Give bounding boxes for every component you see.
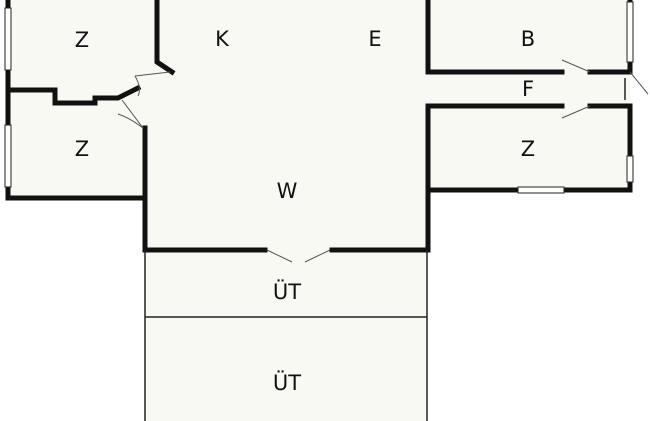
label-z-mid-left: Z	[75, 137, 89, 161]
door-z-top-leaf	[134, 71, 171, 77]
window-left-top	[4, 7, 12, 71]
label-k: K	[215, 27, 230, 51]
window-right-bottom	[626, 155, 634, 183]
terrace	[144, 250, 428, 421]
doors	[117, 59, 649, 263]
floor-interior	[5, 0, 630, 250]
label-ut-lower: ÜT	[273, 370, 301, 395]
floor-fills	[5, 0, 630, 421]
door-z-top-swing	[134, 75, 140, 97]
label-e: E	[368, 27, 381, 51]
label-z-right: Z	[521, 137, 535, 161]
door-entry-leaf	[629, 71, 649, 95]
wall-right-outer-bottom	[425, 103, 633, 193]
label-ut-upper: ÜT	[273, 279, 301, 304]
door-b-leaf	[561, 59, 591, 73]
wall-z-divider	[5, 84, 142, 106]
room-labels: Z Z K E B F Z W ÜT ÜT	[75, 27, 535, 395]
door-z-right-leaf	[561, 105, 591, 119]
wall-b-left	[425, 0, 565, 75]
floor-terrace	[145, 250, 427, 421]
label-b: B	[521, 27, 535, 51]
door-z-mid-swing	[117, 113, 144, 129]
window-z-right-bottom	[517, 186, 565, 194]
wall-w-bottom-right	[329, 187, 431, 253]
label-w: W	[277, 179, 298, 203]
windows	[4, 1, 634, 194]
door-w-leaf-right	[304, 249, 331, 263]
label-f: F	[522, 77, 534, 101]
label-z-top-left: Z	[75, 28, 89, 52]
door-z-mid-leaf	[121, 99, 144, 129]
wall-z-top-right	[154, 0, 176, 76]
door-w-leaf-left	[266, 249, 293, 263]
wall-z-right-top	[425, 103, 565, 193]
window-right-top	[626, 1, 634, 63]
window-left-bottom	[4, 124, 12, 188]
